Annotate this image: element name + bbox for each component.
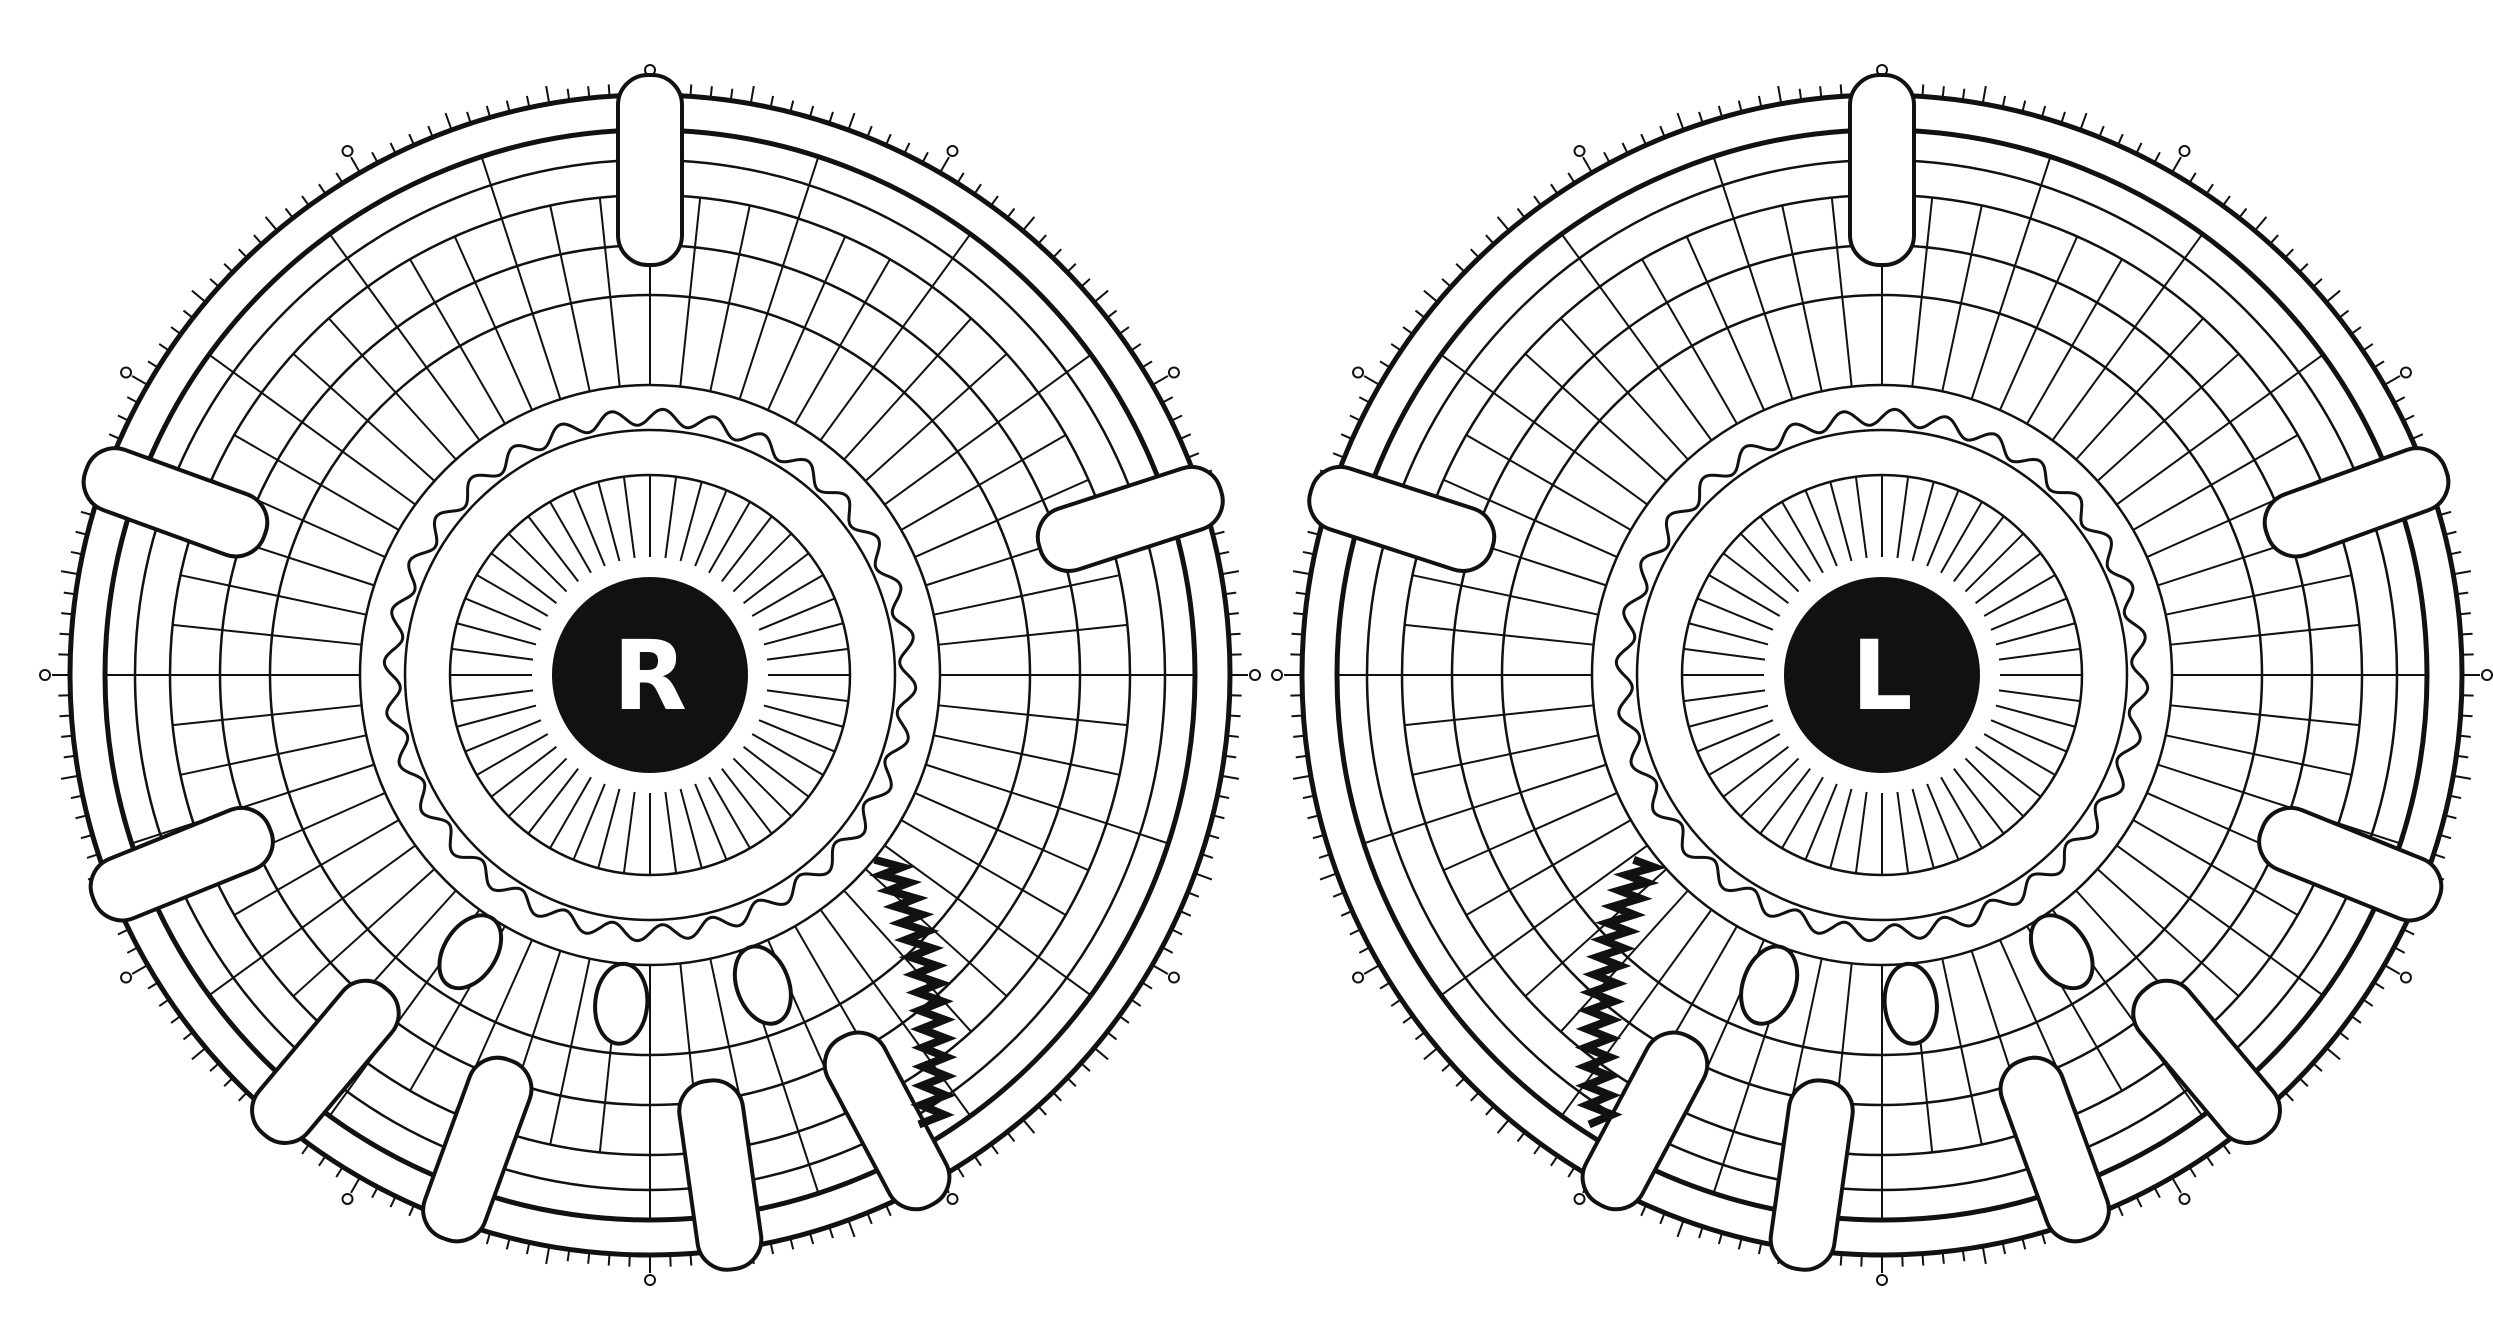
organ-sector-wedge — [81, 446, 270, 559]
right-iris-chart: R — [39, 64, 1261, 1286]
organ-sector-wedge — [1998, 1055, 2111, 1244]
organ-sector-wedge — [1307, 464, 1497, 573]
organ-sector-wedges — [1307, 73, 2451, 1272]
hour-marker-icon — [2399, 971, 2412, 984]
organ-oval — [2028, 913, 2095, 991]
hour-marker-icon — [1271, 669, 1283, 681]
organ-oval — [437, 913, 504, 991]
hour-marker-icon — [341, 1192, 354, 1205]
hour-marker-icon — [946, 145, 959, 158]
organ-oval — [1882, 961, 1939, 1046]
dark-zigzag-mark — [1574, 855, 1667, 1129]
collarette — [382, 407, 918, 943]
hour-marker-icon — [1249, 669, 1261, 681]
hour-marker-icon — [120, 971, 133, 984]
hour-marker-icon — [341, 145, 354, 158]
hour-marker-icon — [644, 1274, 656, 1286]
organ-oval — [732, 944, 793, 1026]
dark-zigzag-mark — [869, 855, 958, 1129]
hour-marker-icon — [1167, 971, 1180, 984]
pupil — [1784, 577, 1980, 773]
organ-sector-wedge — [421, 1055, 534, 1244]
hour-marker-icon — [120, 366, 133, 379]
hour-marker-icon — [2481, 669, 2493, 681]
organ-sector-wedge — [88, 805, 275, 923]
organ-sector-wedge — [1768, 1078, 1855, 1272]
collarette — [1614, 407, 2150, 943]
organ-sector-wedge — [616, 73, 684, 267]
hour-marker-icon — [39, 669, 51, 681]
hour-marker-icon — [1352, 366, 1365, 379]
hour-marker-icon — [1573, 1192, 1586, 1205]
organ-sector-wedge — [1848, 73, 1916, 267]
organ-sector-wedge — [1580, 1030, 1710, 1212]
left-iris-chart: L — [1271, 64, 2493, 1286]
pupil — [552, 577, 748, 773]
hour-marker-icon — [1876, 1274, 1888, 1286]
organ-sector-wedge — [250, 978, 401, 1145]
organ-oval — [593, 961, 650, 1046]
eye-side-label: L — [1851, 620, 1912, 732]
organ-oval — [1739, 944, 1800, 1026]
hour-marker-icon — [1573, 145, 1586, 158]
hour-marker-icon — [946, 1192, 959, 1205]
organ-sector-wedge — [677, 1078, 764, 1272]
hour-marker-icon — [1167, 366, 1180, 379]
hour-marker-icon — [1352, 971, 1365, 984]
hour-marker-icon — [2399, 366, 2412, 379]
hour-marker-icon — [2178, 1192, 2191, 1205]
organ-sector-wedge — [2131, 978, 2282, 1145]
hour-marker-icon — [2178, 145, 2191, 158]
eye-side-label: R — [613, 620, 687, 732]
organ-sector-wedge — [1035, 464, 1225, 573]
organ-sector-wedge — [2262, 446, 2451, 559]
organ-sector-wedges — [81, 73, 1225, 1272]
organ-sector-wedge — [2257, 805, 2444, 923]
